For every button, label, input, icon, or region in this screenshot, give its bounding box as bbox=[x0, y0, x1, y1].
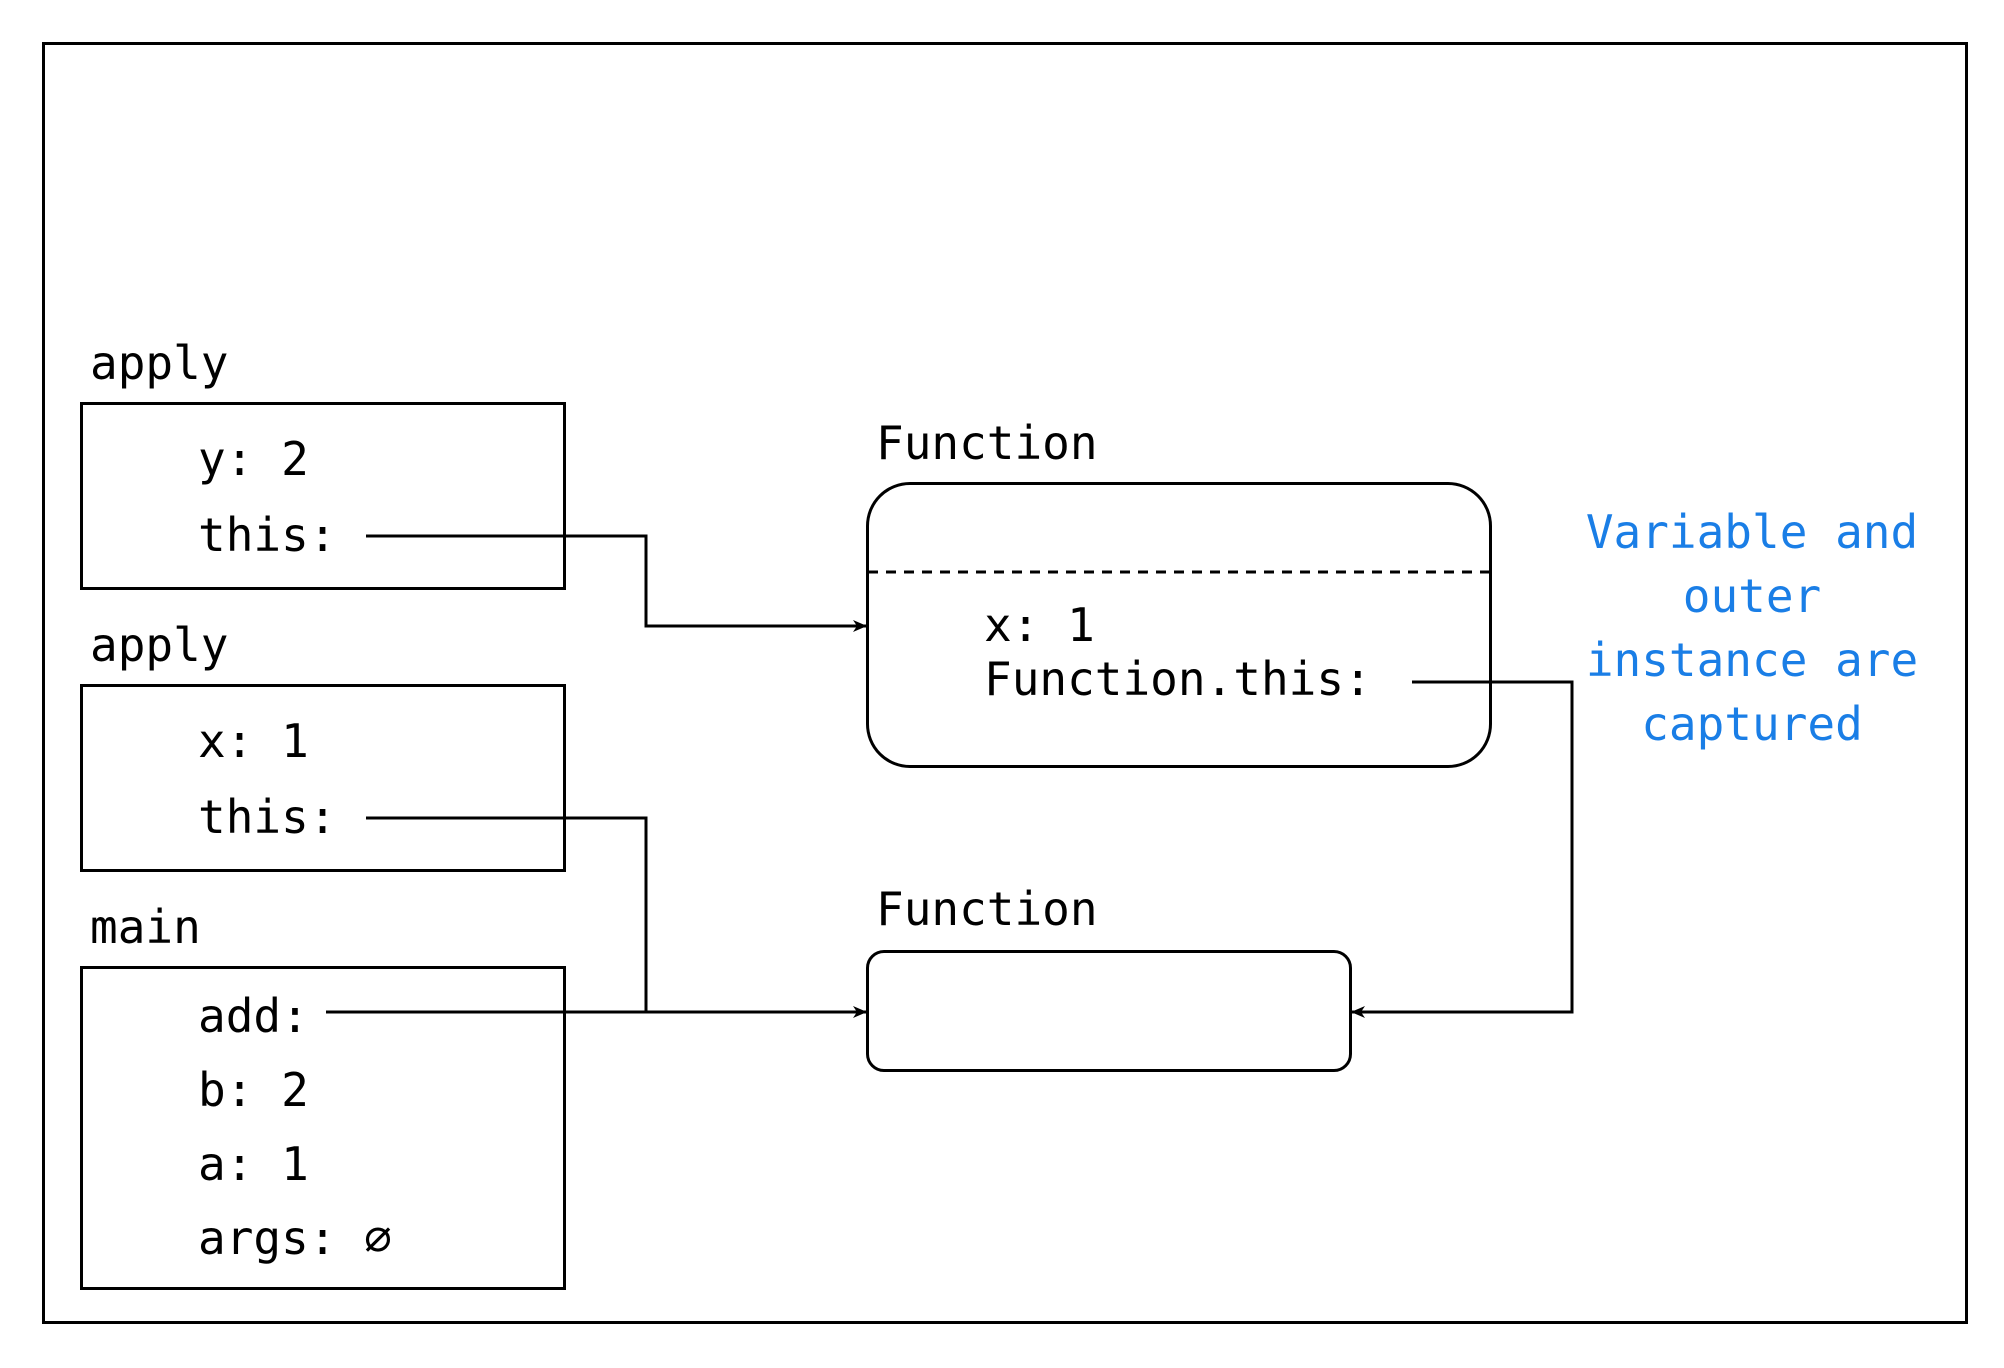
object-row-function-this: Function.this: bbox=[984, 652, 1372, 706]
object-row-x: x: 1 bbox=[984, 598, 1095, 652]
object-function-bottom bbox=[866, 950, 1352, 1072]
frame-row-args: args: ∅ bbox=[198, 1211, 392, 1265]
frame-row-b: b: 2 bbox=[198, 1063, 309, 1117]
frame-row-add: add: bbox=[198, 989, 309, 1043]
frame-row-y: y: 2 bbox=[198, 432, 309, 486]
frame-main bbox=[80, 966, 566, 1290]
frame-title-apply-mid: apply bbox=[90, 618, 229, 672]
object-function-top bbox=[866, 482, 1492, 768]
object-title-function-top: Function bbox=[876, 416, 1098, 470]
frame-row-this-mid: this: bbox=[198, 790, 337, 844]
outer-border bbox=[42, 42, 1968, 1324]
frame-row-x: x: 1 bbox=[198, 714, 309, 768]
frame-row-a: a: 1 bbox=[198, 1137, 309, 1191]
frame-title-apply-top: apply bbox=[90, 336, 229, 390]
annotation-captured: Variable and outer instance are captured bbox=[1585, 505, 1919, 751]
frame-row-this-top: this: bbox=[198, 508, 337, 562]
object-title-function-bottom: Function bbox=[876, 882, 1098, 936]
frame-title-main: main bbox=[90, 900, 201, 954]
